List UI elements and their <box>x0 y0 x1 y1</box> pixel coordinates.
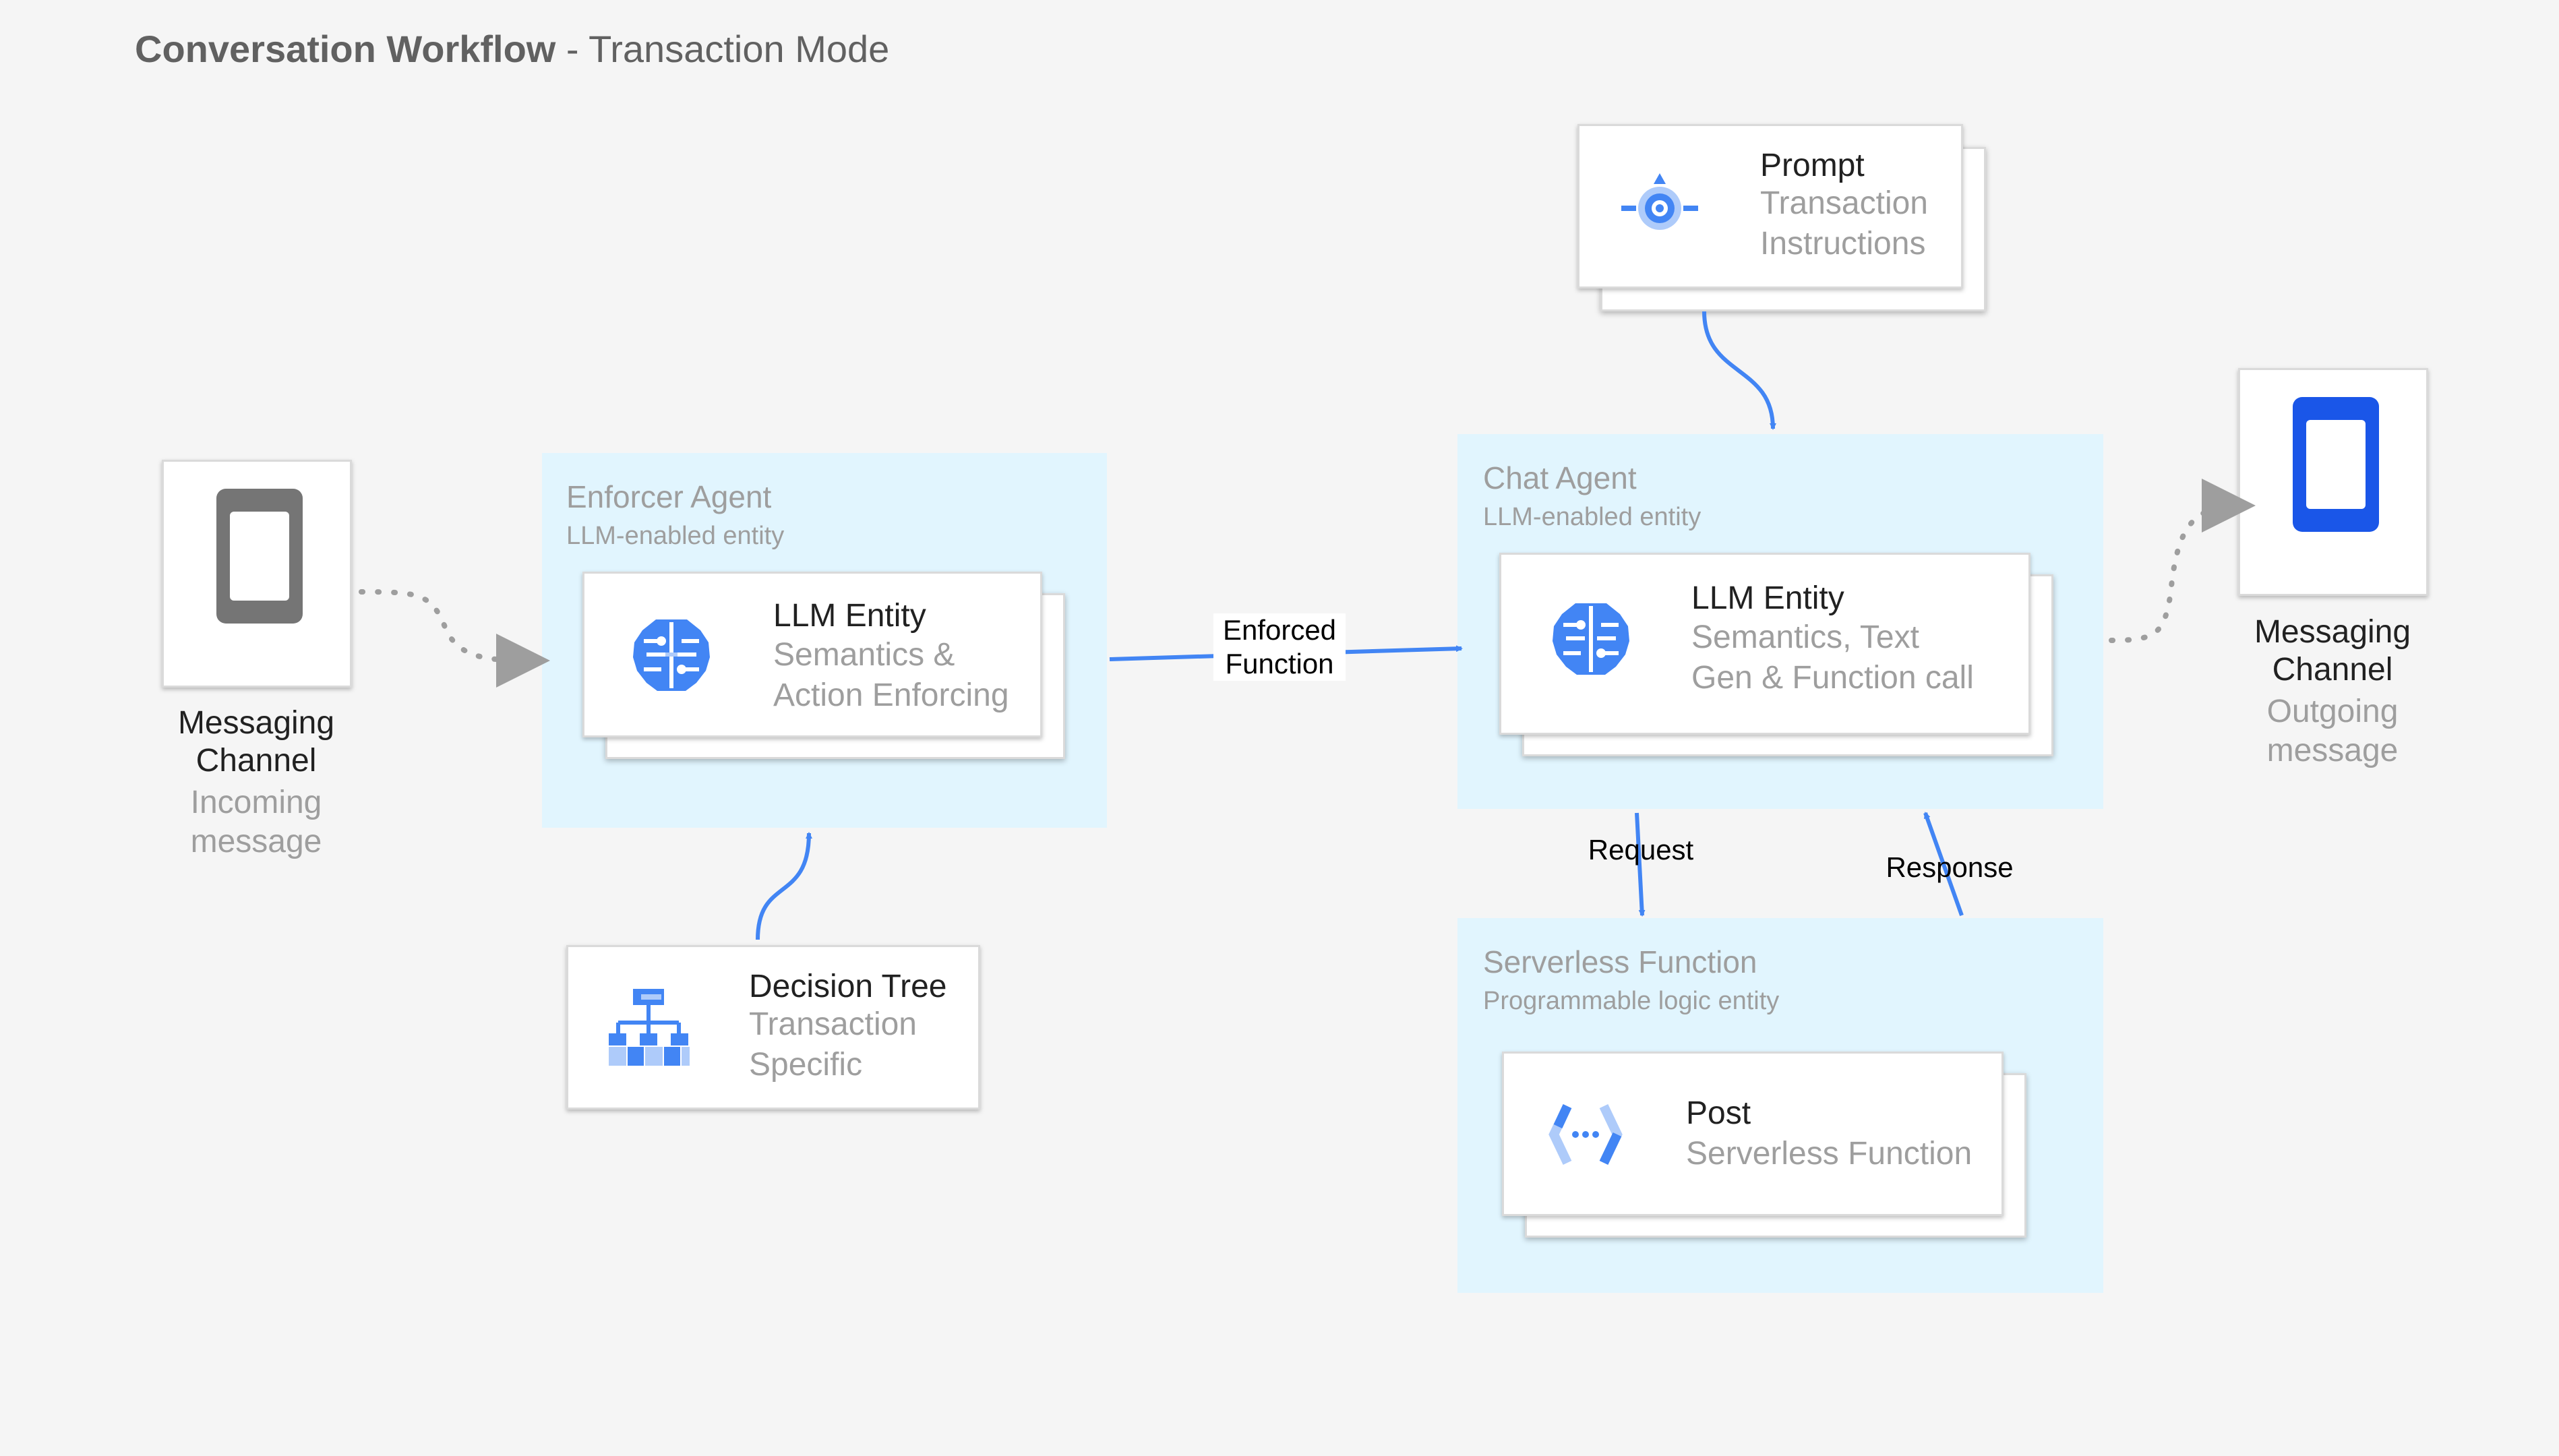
incoming-channel-sub: Incoming message <box>155 783 357 861</box>
incoming-flow-edge <box>359 589 550 688</box>
outgoing-sub2: message <box>2266 733 2399 768</box>
brain-icon <box>633 619 710 691</box>
enforcer-agent-title: Enforcer Agent <box>566 479 772 514</box>
incoming-channel-line1: Messaging <box>177 705 335 741</box>
enforced-function-label: Enforced Function <box>1213 613 1346 681</box>
enforcer-agent-subtitle: LLM-enabled entity <box>566 522 785 550</box>
function-brackets-icon <box>1548 1103 1623 1165</box>
chat-llm-sub1: Semantics, Text <box>1691 619 1919 655</box>
hierarchy-icon <box>609 989 690 1066</box>
enforced-line1: Enforced <box>1222 614 1337 646</box>
enforcer-llm-title: LLM Entity <box>773 598 926 634</box>
outgoing-sub1: Outgoing <box>2266 694 2399 729</box>
incoming-sub2: message <box>190 824 322 859</box>
prompt-card: Prompt Transaction Instructions <box>1577 124 1963 289</box>
chat-agent-title: Chat Agent <box>1483 460 1637 495</box>
incoming-channel-label: Messaging Channel <box>155 704 357 780</box>
enforcer-llm-sub1: Semantics & <box>773 637 955 673</box>
outgoing-flow-edge <box>2109 479 2256 643</box>
title-subtitle: - Transaction Mode <box>555 28 890 70</box>
outgoing-channel-sub: Outgoing message <box>2231 692 2434 770</box>
decision-tree-edge <box>756 832 812 940</box>
post-title: Post <box>1686 1095 1751 1131</box>
prompt-sub2: Instructions <box>1760 226 1926 262</box>
post-card: Post Serverless Function <box>1502 1052 2004 1216</box>
enforcer-llm-card: LLM Entity Semantics & Action Enforcing <box>582 572 1042 737</box>
outgoing-channel-card <box>2238 368 2428 596</box>
incoming-channel-card <box>162 460 352 688</box>
response-label: Response <box>1886 851 2014 883</box>
enforcer-llm-sub2: Action Enforcing <box>773 677 1009 713</box>
request-label: Request <box>1588 834 1694 866</box>
request-edge <box>1635 812 1646 917</box>
page-title: Conversation Workflow - Transaction Mode <box>135 27 889 71</box>
decision-tree-sub2: Specific <box>749 1047 863 1083</box>
prompt-title: Prompt <box>1760 148 1865 183</box>
chat-llm-title: LLM Entity <box>1691 580 1844 616</box>
response-edge <box>1923 812 1964 917</box>
phone-icon <box>216 489 303 624</box>
outgoing-channel-line1: Messaging <box>2254 614 2411 650</box>
outgoing-channel-label: Messaging Channel <box>2231 613 2434 689</box>
decision-tree-card: Decision Tree Transaction Specific <box>566 945 980 1110</box>
outgoing-channel-line2: Channel <box>2272 652 2393 688</box>
post-sub1: Serverless Function <box>1686 1136 1973 1172</box>
decision-tree-sub1: Transaction <box>749 1006 917 1042</box>
chat-agent-subtitle: LLM-enabled entity <box>1483 503 1702 531</box>
brain-icon <box>1553 603 1629 675</box>
target-icon <box>1621 173 1698 230</box>
prompt-edge <box>1702 311 1776 430</box>
enforced-line2: Function <box>1225 648 1334 679</box>
chat-llm-card: LLM Entity Semantics, Text Gen & Functio… <box>1499 553 2030 735</box>
phone-icon <box>2293 397 2379 532</box>
decision-tree-title: Decision Tree <box>749 969 947 1004</box>
prompt-sub1: Transaction <box>1760 185 1928 221</box>
title-bold: Conversation Workflow <box>135 28 556 70</box>
chat-llm-sub2: Gen & Function call <box>1691 660 1974 696</box>
serverless-subtitle: Programmable logic entity <box>1483 987 1780 1015</box>
serverless-title: Serverless Function <box>1483 944 1757 979</box>
incoming-sub1: Incoming <box>190 785 322 820</box>
incoming-channel-line2: Channel <box>195 743 317 779</box>
